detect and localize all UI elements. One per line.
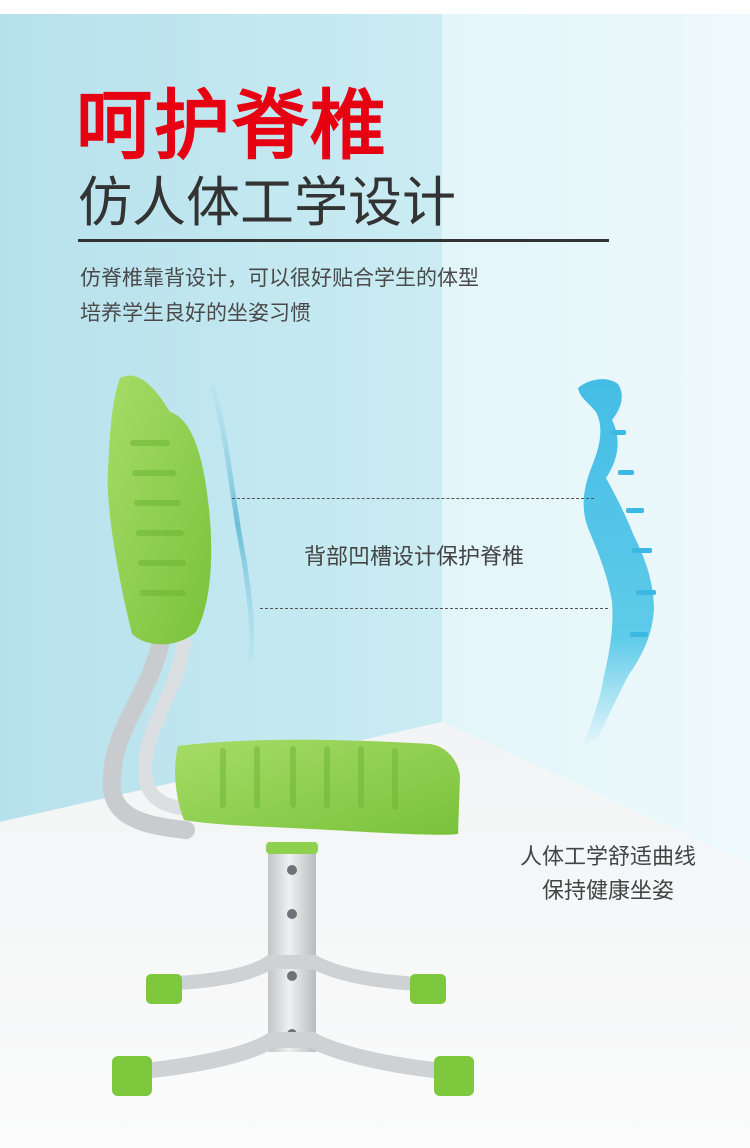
feature-description: 仿脊椎靠背设计，可以很好贴合学生的体型 培养学生良好的坐姿习惯 (80, 261, 479, 331)
page-title: 呵护脊椎 (76, 81, 388, 170)
page-subtitle: 仿人体工学设计 (78, 171, 456, 234)
ergonomic-curve-callout: 人体工学舒适曲线 保持健康坐姿 (520, 841, 696, 909)
callout-guide-line-top (232, 498, 594, 499)
description-line: 仿脊椎靠背设计，可以很好贴合学生的体型 (80, 266, 479, 290)
spine-groove-callout: 背部凹槽设计保护脊椎 (304, 545, 525, 570)
callout-line: 人体工学舒适曲线 (519, 845, 696, 870)
callout-guide-line-bottom (260, 608, 608, 609)
title-divider (78, 239, 609, 242)
description-line: 培养学生良好的坐姿习惯 (80, 301, 311, 325)
callout-line: 保持健康坐姿 (541, 879, 674, 904)
